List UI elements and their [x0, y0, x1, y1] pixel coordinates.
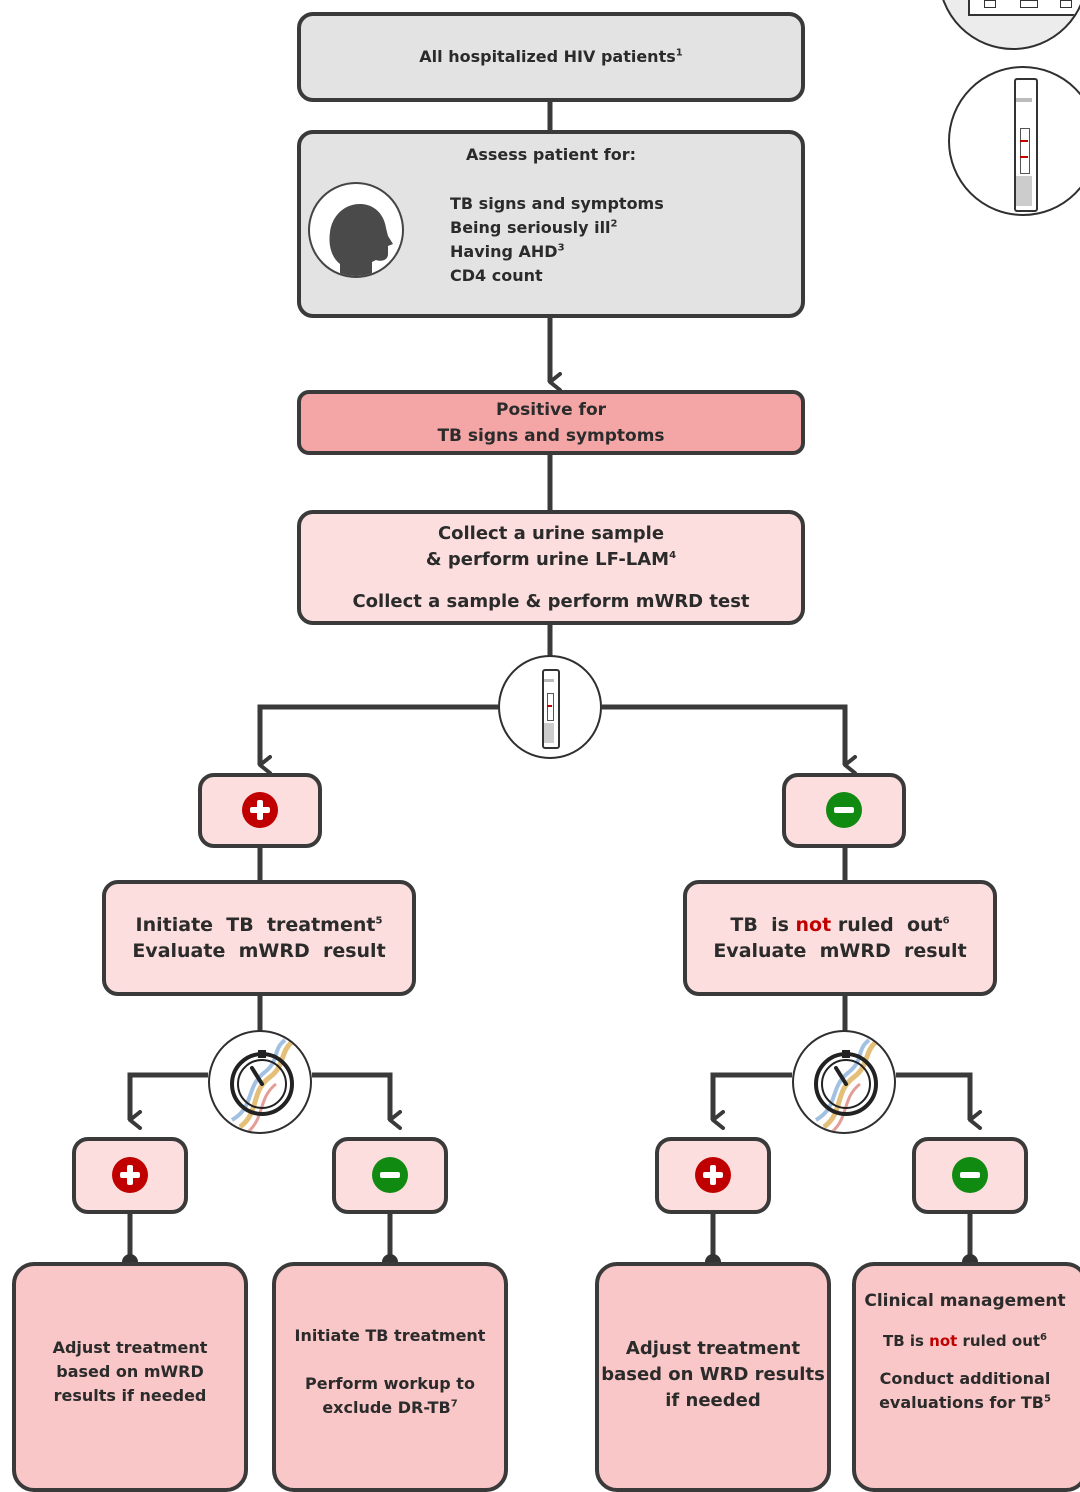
positive-box: [297, 390, 805, 455]
plus-badge-icon: [695, 1157, 731, 1193]
outcome-label-1: Adjust treatment based on mWRD results i…: [52, 1338, 208, 1405]
assess-list: TB signs and symptoms Being seriously il…: [450, 192, 664, 288]
not-ruled-out-label: TB is not ruled out6 Evaluate mWRD resul…: [713, 914, 967, 962]
outcome-label-3: Adjust treatment based on WRD results if…: [601, 1338, 825, 1411]
assess-item: Being seriously ill2: [450, 218, 618, 237]
collect-sample-box: [297, 510, 805, 625]
assess-title: Assess patient for:: [466, 145, 636, 164]
assess-item: Having AHD3: [450, 242, 565, 261]
not-ruled-out-box: [683, 880, 997, 996]
all-patients-box: [297, 12, 805, 102]
initiate-treatment-label: Initiate TB treatment5 Evaluate mWRD res…: [132, 914, 386, 962]
collect-sample-label: Collect a urine sample & perform urine L…: [352, 523, 750, 612]
assess-item: CD4 count: [450, 266, 543, 285]
lf-lam-strip-zoom-icon: [948, 66, 1080, 216]
minus-badge-icon: [952, 1157, 988, 1193]
outcome-box-3: [595, 1262, 831, 1492]
all-patients-label: All hospitalized HIV patients1: [419, 47, 683, 66]
minus-badge-icon: [372, 1157, 408, 1193]
patient-head-icon: [308, 182, 404, 278]
assess-item: TB signs and symptoms: [450, 194, 664, 213]
mwrd-positive-box-right: [655, 1137, 771, 1214]
outcome-box-1: [12, 1262, 248, 1492]
lf-lam-test-strip-icon: [498, 655, 602, 759]
plus-badge-icon: [242, 792, 278, 828]
plus-badge-icon: [112, 1157, 148, 1193]
minus-badge-icon: [826, 792, 862, 828]
outcome-label-4: Clinical management TB is not ruled out6…: [864, 1291, 1066, 1412]
initiate-treatment-box: [102, 880, 416, 996]
outcome-label-2: Initiate TB treatment Perform workup to …: [294, 1326, 486, 1417]
molecular-test-dna-timer-icon: [792, 1030, 896, 1134]
outcome-box-4: [852, 1262, 1080, 1492]
positive-label: Positive for TB signs and symptoms: [437, 400, 665, 446]
molecular-test-dna-timer-icon: [208, 1030, 312, 1134]
